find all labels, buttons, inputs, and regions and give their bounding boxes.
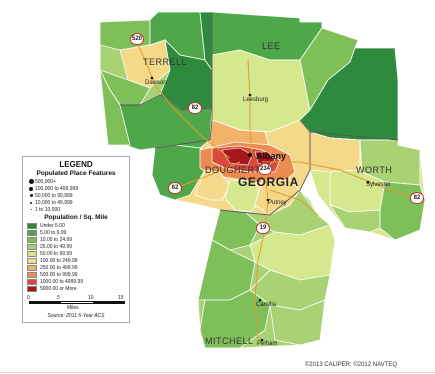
legend-source: Source: 2011 5-Year ACS xyxy=(47,313,105,319)
place-label-pelham: Pelham xyxy=(257,341,278,347)
scale-unit: Miles xyxy=(67,305,79,311)
highway-shield-82-east: 82 xyxy=(410,192,424,204)
legend-density-label: 5000.00 or More xyxy=(40,285,77,292)
legend-density-label: 500.00 to 999.99 xyxy=(40,271,78,278)
place-dot-icon xyxy=(29,186,33,191)
highway-shield-62: 62 xyxy=(168,182,182,194)
bottom-rule xyxy=(0,372,435,373)
legend-swatch xyxy=(27,250,37,257)
scale-bar-graphic xyxy=(29,301,125,304)
place-label-albany: Albany xyxy=(256,151,287,161)
legend-title: LEGEND xyxy=(59,160,93,169)
legend-density-row: 50.00 to 99.99 xyxy=(27,250,125,257)
highways xyxy=(134,37,426,341)
legend-place-row: 50,000 to 99,999 xyxy=(27,192,125,199)
county-label-terrell: TERRELL xyxy=(143,57,188,67)
legend-place-row: 500,000+ xyxy=(27,178,125,185)
scale-bar: 0 5 10 15 Miles xyxy=(27,295,125,313)
county-west-strip xyxy=(99,69,213,151)
county-label-mitchell: MITCHELL xyxy=(205,336,254,346)
legend-density-row: 500.00 to 999.99 xyxy=(27,271,125,278)
legend-swatch xyxy=(27,271,37,278)
place-label-dawson: Dawson xyxy=(145,80,167,86)
legend-swatch xyxy=(27,285,37,292)
county-lee xyxy=(199,11,359,133)
legend-density-label: 250.00 to 499.99 xyxy=(40,264,78,271)
place-dot-icon xyxy=(30,201,32,204)
copyright-text: ©2013 CALIPER; ©2012 NAVTEQ xyxy=(304,362,397,368)
highway-shield-520: 520 xyxy=(130,33,144,45)
legend-density-label: Under 5.00 xyxy=(40,222,65,229)
legend-swatch xyxy=(27,222,37,229)
legend-panel: LEGEND Populated Place Features 500,000+… xyxy=(22,156,130,323)
legend-place-features: 500,000+ 100,000 to 499,999 50,000 to 99… xyxy=(27,178,125,213)
legend-swatch xyxy=(27,229,37,236)
legend-place-row: 1 to 10,000 xyxy=(27,206,125,213)
legend-density-row: 10.00 to 24.99 xyxy=(27,236,125,243)
place-dot-icon xyxy=(30,209,32,210)
place-dot-icon xyxy=(28,179,34,184)
state-label: GEORGIA xyxy=(238,175,299,189)
highway-shield-234: 234 xyxy=(258,163,272,175)
county-terrell xyxy=(99,11,213,111)
scale-tick: 10 xyxy=(88,295,94,301)
legend-density-row: 5.00 to 9.99 xyxy=(27,229,125,236)
county-label-worth: WORTH xyxy=(356,165,393,175)
scale-tick: 5 xyxy=(57,295,60,301)
legend-swatch xyxy=(27,243,37,250)
highway-shield-82-north: 82 xyxy=(188,102,202,114)
legend-density-row: 250.00 to 499.99 xyxy=(27,264,125,271)
place-dot-icon xyxy=(29,194,33,197)
legend-density-title: Population / Sq. Mile xyxy=(44,214,108,221)
legend-density-row: Under 5.00 xyxy=(27,222,125,229)
legend-density-label: 1000.00 to 4999.99 xyxy=(40,278,84,285)
legend-density-label: 10.00 to 24.99 xyxy=(40,236,72,243)
legend-density-row: 25.00 to 49.99 xyxy=(27,243,125,250)
legend-swatch xyxy=(27,236,37,243)
legend-place-row: 10,000 to 49,999 xyxy=(27,199,125,206)
legend-density-label: 5.00 to 9.99 xyxy=(40,229,67,236)
place-label-camilla: Camilla xyxy=(256,302,277,308)
place-label-leesburg: Leesburg xyxy=(243,97,269,103)
legend-swatch xyxy=(27,264,37,271)
scale-tick: 0 xyxy=(27,295,30,301)
legend-density-label: 25.00 to 49.99 xyxy=(40,243,72,250)
legend-density-row: 5000.00 or More xyxy=(27,285,125,292)
place-points xyxy=(150,76,370,342)
county-mitchell xyxy=(197,189,336,349)
county-label-lee: LEE xyxy=(262,41,281,51)
legend-place-features-title: Populated Place Features xyxy=(36,170,116,177)
legend-swatch xyxy=(27,257,37,264)
scale-tick: 15 xyxy=(118,295,124,301)
legend-density-row: 100.00 to 249.99 xyxy=(27,257,125,264)
county-boundaries xyxy=(120,12,399,216)
legend-place-row: 100,000 to 499,999 xyxy=(27,185,125,192)
place-label-putney: Putney xyxy=(268,200,287,206)
county-worth xyxy=(309,131,426,241)
legend-density-label: 50.00 to 99.99 xyxy=(40,250,72,257)
legend-density-row: 1000.00 to 4999.99 xyxy=(27,278,125,285)
highway-shield-19: 19 xyxy=(256,222,270,234)
place-label-sylvester: Sylvester xyxy=(366,182,391,188)
legend-swatch xyxy=(27,278,37,285)
county-label-dougherty: DOUGHERTY xyxy=(205,165,267,175)
legend-density-label: 100.00 to 249.99 xyxy=(40,257,78,264)
